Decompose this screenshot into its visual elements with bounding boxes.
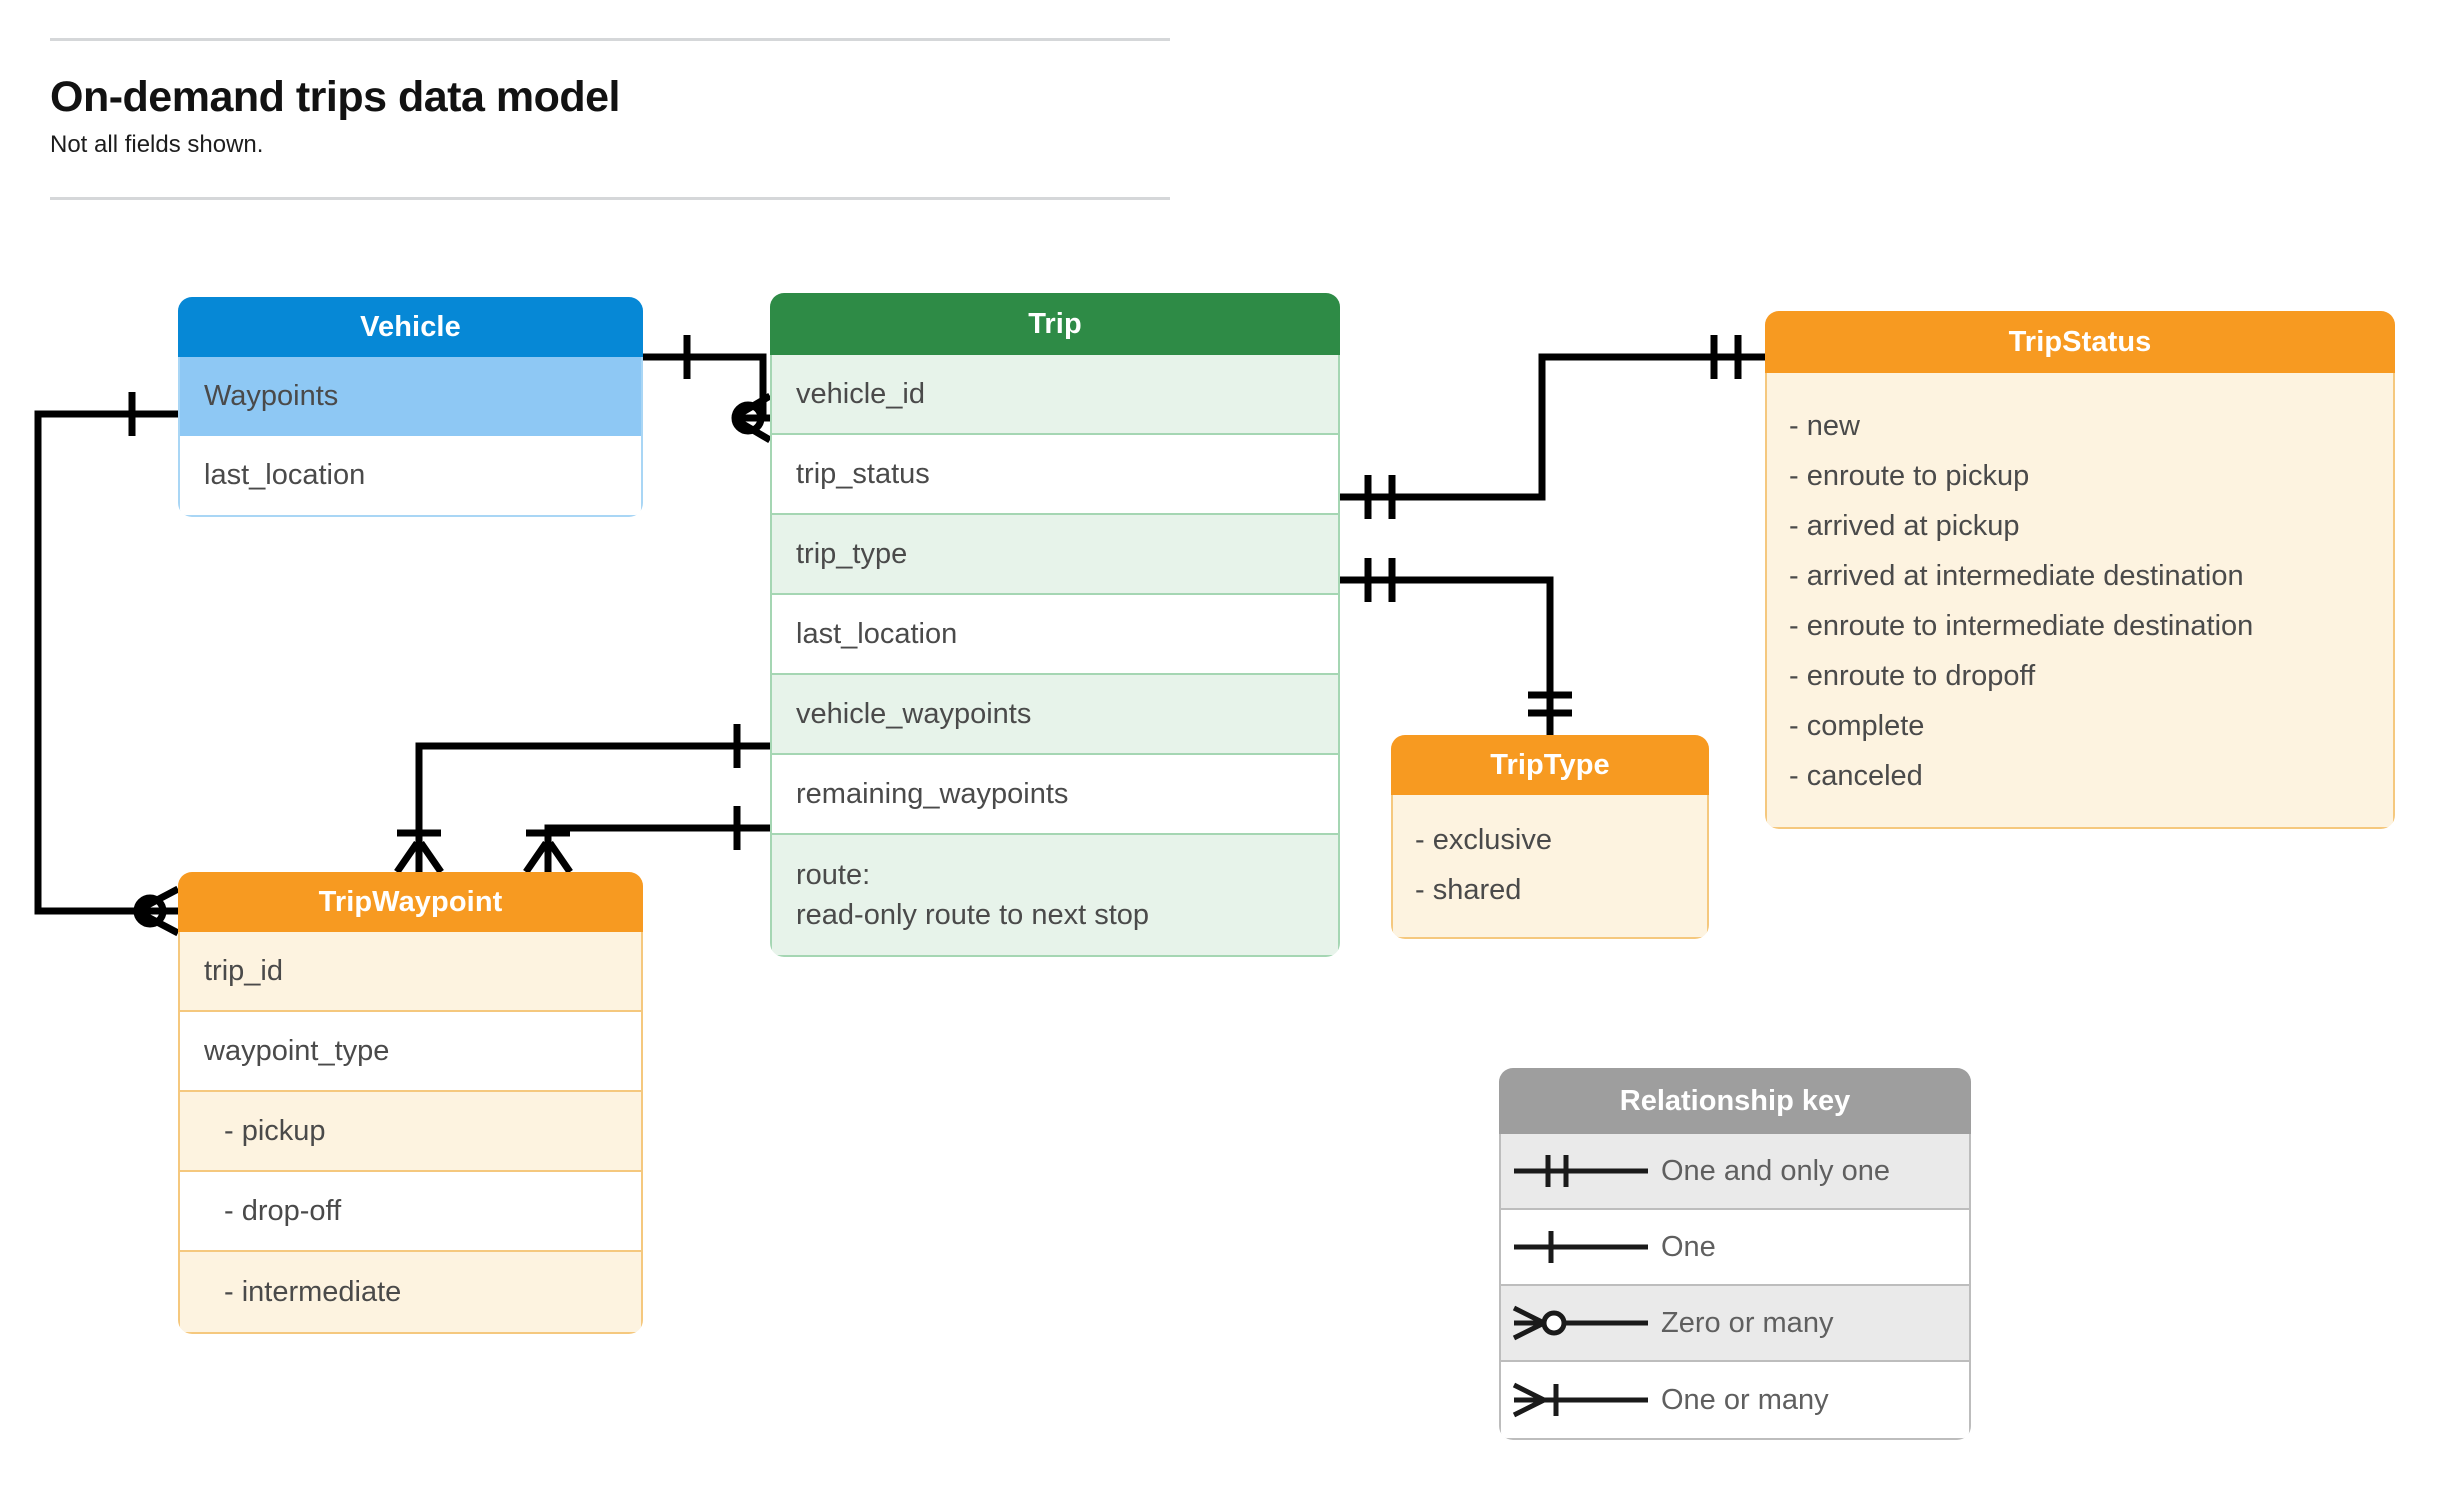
top-divider: [50, 38, 1170, 41]
zero-or-many-icon: [1501, 1286, 1661, 1360]
connector-vehicle-trip: [643, 353, 770, 422]
legend-row-one-or-many: One or many: [1501, 1362, 1969, 1438]
field-row[interactable]: vehicle_id: [772, 355, 1338, 435]
header-block: On-demand trips data model Not all field…: [50, 38, 1170, 200]
entity-trip-title: Trip: [770, 293, 1340, 355]
entity-tripstatus[interactable]: TripStatus - new - enroute to pickup - a…: [1765, 311, 2395, 829]
connector-trip-vehiclewaypoints: [415, 742, 770, 872]
entity-tripwaypoint[interactable]: TripWaypoint trip_id waypoint_type - pic…: [178, 872, 643, 1334]
bottom-divider-wrap: [50, 196, 1170, 200]
enum-value: - enroute to dropoff: [1789, 660, 2036, 692]
route-label: route:: [796, 858, 871, 891]
enum-value: - enroute to pickup: [1789, 460, 2030, 492]
entity-trip-body: vehicle_id trip_status trip_type last_lo…: [770, 355, 1340, 957]
entity-triptype[interactable]: TripType - exclusive - shared: [1391, 735, 1709, 939]
mark-crowfoot-vehiclewaypoints: [394, 841, 444, 874]
entity-tripwaypoint-body: trip_id waypoint_type - pickup - drop-of…: [178, 932, 643, 1334]
mark-zero-circle-trip: [731, 401, 765, 435]
route-description: read-only route to next stop: [796, 899, 1150, 931]
enum-row[interactable]: - pickup: [180, 1092, 641, 1172]
enum-value: - new: [1789, 410, 1860, 442]
legend-label: One or many: [1661, 1383, 1829, 1416]
page-title: On-demand trips data model: [50, 73, 620, 121]
mark-oneonly-trip-type-bottom: [1528, 691, 1572, 717]
field-row[interactable]: waypoint_type: [180, 1012, 641, 1092]
enum-value: - arrived at intermediate destination: [1789, 560, 2244, 592]
entity-vehicle[interactable]: Vehicle Waypoints last_location: [178, 297, 643, 517]
one-and-only-one-icon: [1501, 1134, 1661, 1208]
field-row[interactable]: vehicle_waypoints: [772, 675, 1338, 755]
entity-vehicle-body: Waypoints last_location: [178, 357, 643, 517]
mark-oneonly-trip-type-left: [1364, 558, 1396, 602]
enum-value: - canceled: [1789, 760, 1923, 792]
connector-trip-remainingwaypoints: [544, 824, 770, 872]
entity-vehicle-title: Vehicle: [178, 297, 643, 357]
field-row[interactable]: trip_status: [772, 435, 1338, 515]
enum-value: - enroute to intermediate destination: [1789, 610, 2254, 642]
enum-value: - exclusive: [1415, 824, 1552, 856]
entity-tripwaypoint-title: TripWaypoint: [178, 872, 643, 932]
legend-label: One: [1661, 1230, 1716, 1263]
legend-label: One and only one: [1661, 1154, 1890, 1187]
one-or-many-icon: [1501, 1362, 1661, 1438]
connector-trip-tripstatus: [1340, 353, 1765, 501]
field-row[interactable]: Waypoints: [180, 357, 641, 436]
legend-row-one: One: [1501, 1210, 1969, 1286]
connector-trip-triptype: [1340, 576, 1554, 735]
enum-value: - complete: [1789, 710, 1925, 742]
entity-trip[interactable]: Trip vehicle_id trip_status trip_type la…: [770, 293, 1340, 957]
legend-body: One and only one One: [1499, 1134, 1971, 1440]
enum-value: - arrived at pickup: [1789, 510, 2020, 542]
mark-oneonly-trip-status-right: [1710, 335, 1742, 379]
page-subtitle: Not all fields shown.: [50, 131, 264, 159]
mark-crowfoot-remainingwaypoints: [523, 841, 573, 874]
enum-value: - shared: [1415, 874, 1522, 906]
connector-vehicle-tripwaypoint: [34, 410, 178, 915]
field-row[interactable]: trip_id: [180, 932, 641, 1012]
enum-row[interactable]: - intermediate: [180, 1252, 641, 1332]
legend-row-one-and-only-one: One and only one: [1501, 1134, 1969, 1210]
mark-zero-circle-waypoint: [133, 894, 167, 928]
entity-triptype-body: - exclusive - shared: [1391, 795, 1709, 939]
entity-triptype-title: TripType: [1391, 735, 1709, 795]
mark-oneonly-trip-status-left: [1364, 475, 1396, 519]
field-row[interactable]: last_location: [772, 595, 1338, 675]
field-row[interactable]: trip_type: [772, 515, 1338, 595]
legend-row-zero-or-many: Zero or many: [1501, 1286, 1969, 1362]
legend-title: Relationship key: [1499, 1068, 1971, 1134]
field-row[interactable]: remaining_waypoints: [772, 755, 1338, 835]
entity-tripstatus-body: - new - enroute to pickup - arrived at p…: [1765, 373, 2395, 829]
bottom-divider: [50, 196, 1170, 200]
relationship-key-legend: Relationship key One and only one: [1499, 1068, 1971, 1440]
one-icon: [1501, 1210, 1661, 1284]
enum-row[interactable]: - drop-off: [180, 1172, 641, 1252]
legend-label: Zero or many: [1661, 1306, 1834, 1339]
field-row[interactable]: last_location: [204, 459, 366, 491]
mark-many-crowfoot-waypoint: [135, 885, 180, 937]
mark-many-crowfoot-trip: [733, 392, 772, 444]
entity-tripstatus-title: TripStatus: [1765, 311, 2395, 373]
field-row-route[interactable]: route: read-only route to next stop: [772, 835, 1338, 955]
